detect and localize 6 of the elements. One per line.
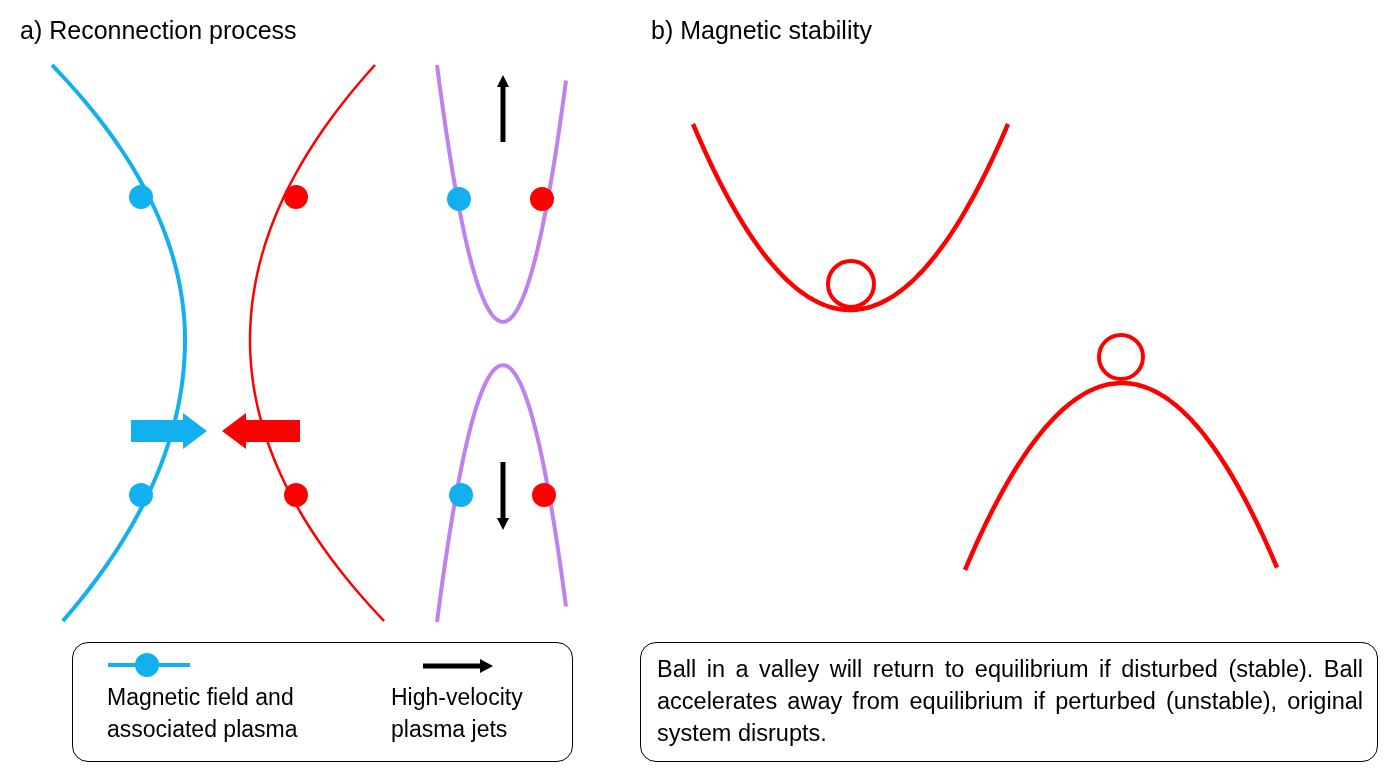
text-box <box>640 642 1378 762</box>
legend-text: Magnetic field and associated plasma <box>107 683 299 744</box>
panel-heading: a) Reconnection process <box>20 16 297 45</box>
panel-heading: b) Magnetic stability <box>651 16 872 45</box>
caption-text: Ball in a valley will return to equilibrium if disturbed (stable). Ball accelerates away from equilibrium if perturbed (unstable), original system disrupts. <box>657 655 1363 748</box>
legend-text: High-velocity plasma jets <box>391 683 524 744</box>
